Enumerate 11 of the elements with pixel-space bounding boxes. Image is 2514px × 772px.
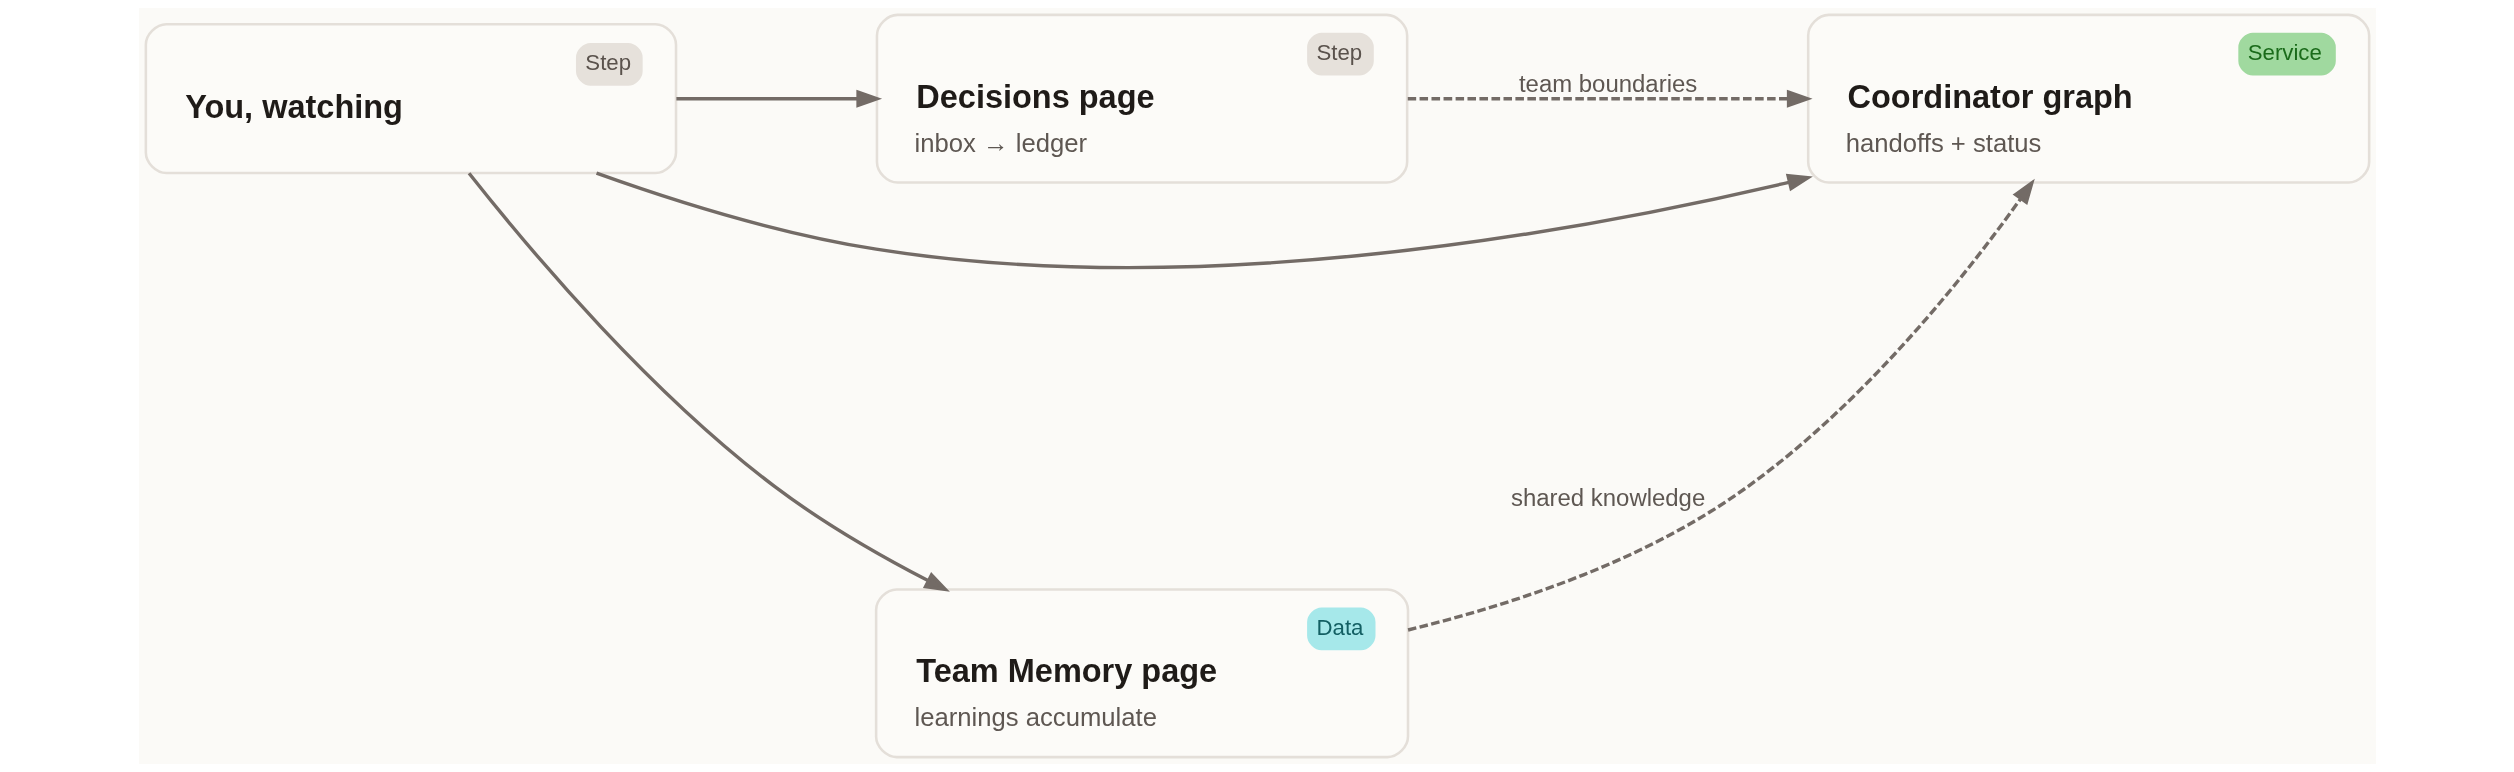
node-box: Step You, watching [144, 23, 677, 175]
arrow [595, 171, 1813, 270]
arrow [675, 89, 882, 108]
arrow [1407, 178, 2035, 632]
node-box: Data Team Memory page learnings accumulate [874, 588, 1409, 759]
edge-label: team boundaries [1518, 70, 1697, 98]
edge-label: shared knowledge [1510, 484, 1705, 512]
node-box: Step Decisions page inbox → ledger [875, 13, 1408, 184]
arrow [467, 172, 950, 592]
node-box: Service Coordinator graph handoffs + status [1806, 13, 2370, 184]
arrow [1407, 89, 1813, 108]
